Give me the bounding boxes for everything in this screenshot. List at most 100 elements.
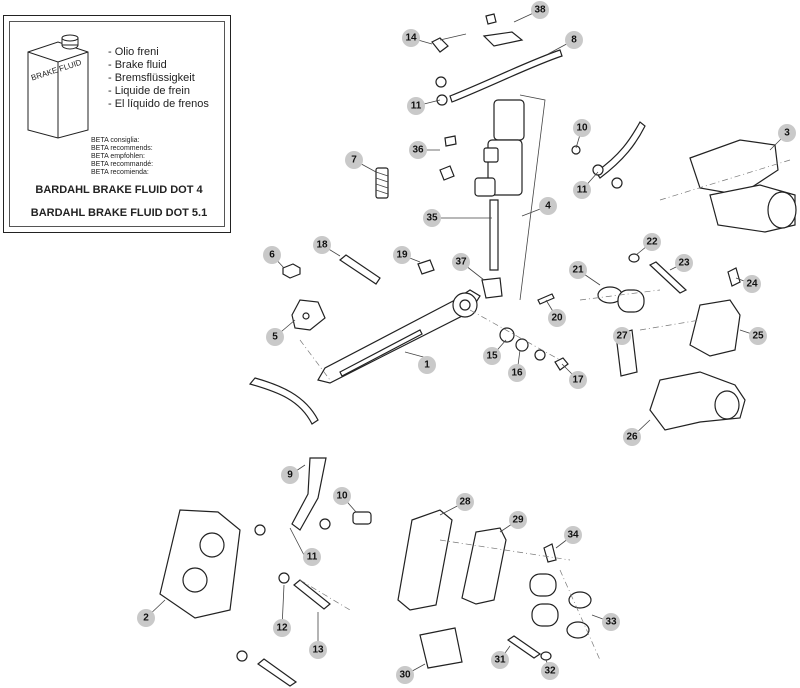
callout-28: 28 [456,493,474,511]
recommendation: BETA recomienda: [91,169,149,176]
callout-7: 7 [345,151,363,169]
callout-9: 9 [281,466,299,484]
copper-washer-part [254,524,266,536]
bushing-part [515,338,529,352]
svg-text:16: 16 [511,368,523,379]
callout-38: 38 [531,1,549,19]
svg-text:11: 11 [307,552,318,563]
svg-text:10: 10 [336,491,348,502]
banjo-fitting-part [431,37,449,53]
svg-text:33: 33 [605,617,617,628]
callout-27: 27 [613,327,631,345]
callout-18: 18 [313,236,331,254]
callout-31: 31 [491,651,509,669]
pushrod-part [489,199,499,271]
svg-text:7: 7 [351,155,357,166]
callout-6: 6 [263,246,281,264]
callout-16: 16 [508,364,526,382]
brake-line-part [248,377,319,425]
reservoir-cap-part [482,31,524,47]
callout-36: 36 [409,141,427,159]
svg-text:6: 6 [269,250,275,261]
rear-brake-hose-part [595,121,646,179]
pin-part [648,261,688,294]
callout-11-front: 11 [303,548,321,566]
product-dot51: BARDAHL BRAKE FLUID DOT 5.1 [30,207,208,219]
svg-text:13: 13 [312,645,324,656]
svg-text:17: 17 [572,375,584,386]
fluid-names-list: - Olio freni - Brake fluid - Bremsflüssi… [108,46,209,111]
fluid-name: - Bremsflüssigkeit [108,72,195,84]
svg-text:4: 4 [545,201,551,212]
clevis-pin-part [537,293,555,305]
fluid-name: - Brake fluid [108,59,167,71]
brake-fluid-info-box: BRAKE FLUID - Olio freni - Brake fluid -… [3,15,231,233]
bleeder-valve-part [727,267,741,287]
svg-text:28: 28 [459,497,471,508]
callout-15: 15 [483,347,501,365]
svg-text:19: 19 [396,250,408,261]
svg-text:38: 38 [534,5,546,16]
callout-21: 21 [569,261,587,279]
copper-washer-part [611,177,623,189]
caliper-bolt-part [293,579,331,610]
caliper-bolt-part [257,658,298,687]
copper-washer-part [319,518,331,530]
callout-20: 20 [548,309,566,327]
callout-5: 5 [266,328,284,346]
brake-pedal-part [317,289,481,384]
callout-13: 13 [309,641,327,659]
svg-text:10: 10 [576,123,588,134]
product-dot4: BARDAHL BRAKE FLUID DOT 4 [35,184,203,196]
recommendation: BETA recommends: [91,145,153,152]
callout-22: 22 [643,233,661,251]
seal-part [566,621,590,639]
seal-part [568,591,592,609]
copper-washer-part [436,94,448,106]
copper-washer-part [435,76,447,88]
svg-text:35: 35 [426,213,438,224]
front-pad-spring-part [419,627,463,669]
brake-fluid-can-icon [27,34,89,139]
callout-8: 8 [565,31,583,49]
bushing-part [499,327,515,343]
washer-part [236,650,248,662]
screw-part [485,13,497,25]
recommendation: BETA recommandé: [91,161,154,168]
screw-part [439,165,455,181]
fluid-name: - El líquido de frenos [108,98,209,110]
callout-4: 4 [539,197,557,215]
nut-part [282,263,301,279]
svg-text:37: 37 [455,257,467,268]
pad-pin-part [506,635,542,659]
recommendations-list: BETA consiglia: BETA recommends: BETA em… [91,137,153,177]
piston-part [531,603,559,627]
pivot-bolt-part [338,254,381,285]
front-caliper-bracket-part [397,509,453,611]
reservoir-hose-part [449,49,563,103]
fluid-name: - Liquide de frein [108,85,190,97]
svg-text:20: 20 [551,313,563,324]
rear-master-cylinder-part [474,99,525,197]
svg-text:3: 3 [784,128,790,139]
svg-text:18: 18 [316,240,328,251]
callout-29: 29 [509,511,527,529]
svg-text:31: 31 [494,655,506,666]
nut-part [554,357,569,371]
svg-text:11: 11 [411,101,422,112]
screw-part [444,135,457,147]
svg-text:30: 30 [399,670,411,681]
recommendation: BETA consiglia: [91,137,140,144]
callout-35: 35 [423,209,441,227]
svg-text:14: 14 [405,33,417,44]
callout-11-rear: 11 [573,181,591,199]
banjo-bolt-part [571,145,581,155]
svg-text:24: 24 [746,279,758,290]
clevis-part [481,277,503,299]
callout-19: 19 [393,246,411,264]
washer-part [534,349,546,361]
svg-text:15: 15 [486,351,498,362]
rear-caliper-part [689,139,797,233]
info-box-inner-frame: BRAKE FLUID - Olio freni - Brake fluid -… [9,21,225,227]
